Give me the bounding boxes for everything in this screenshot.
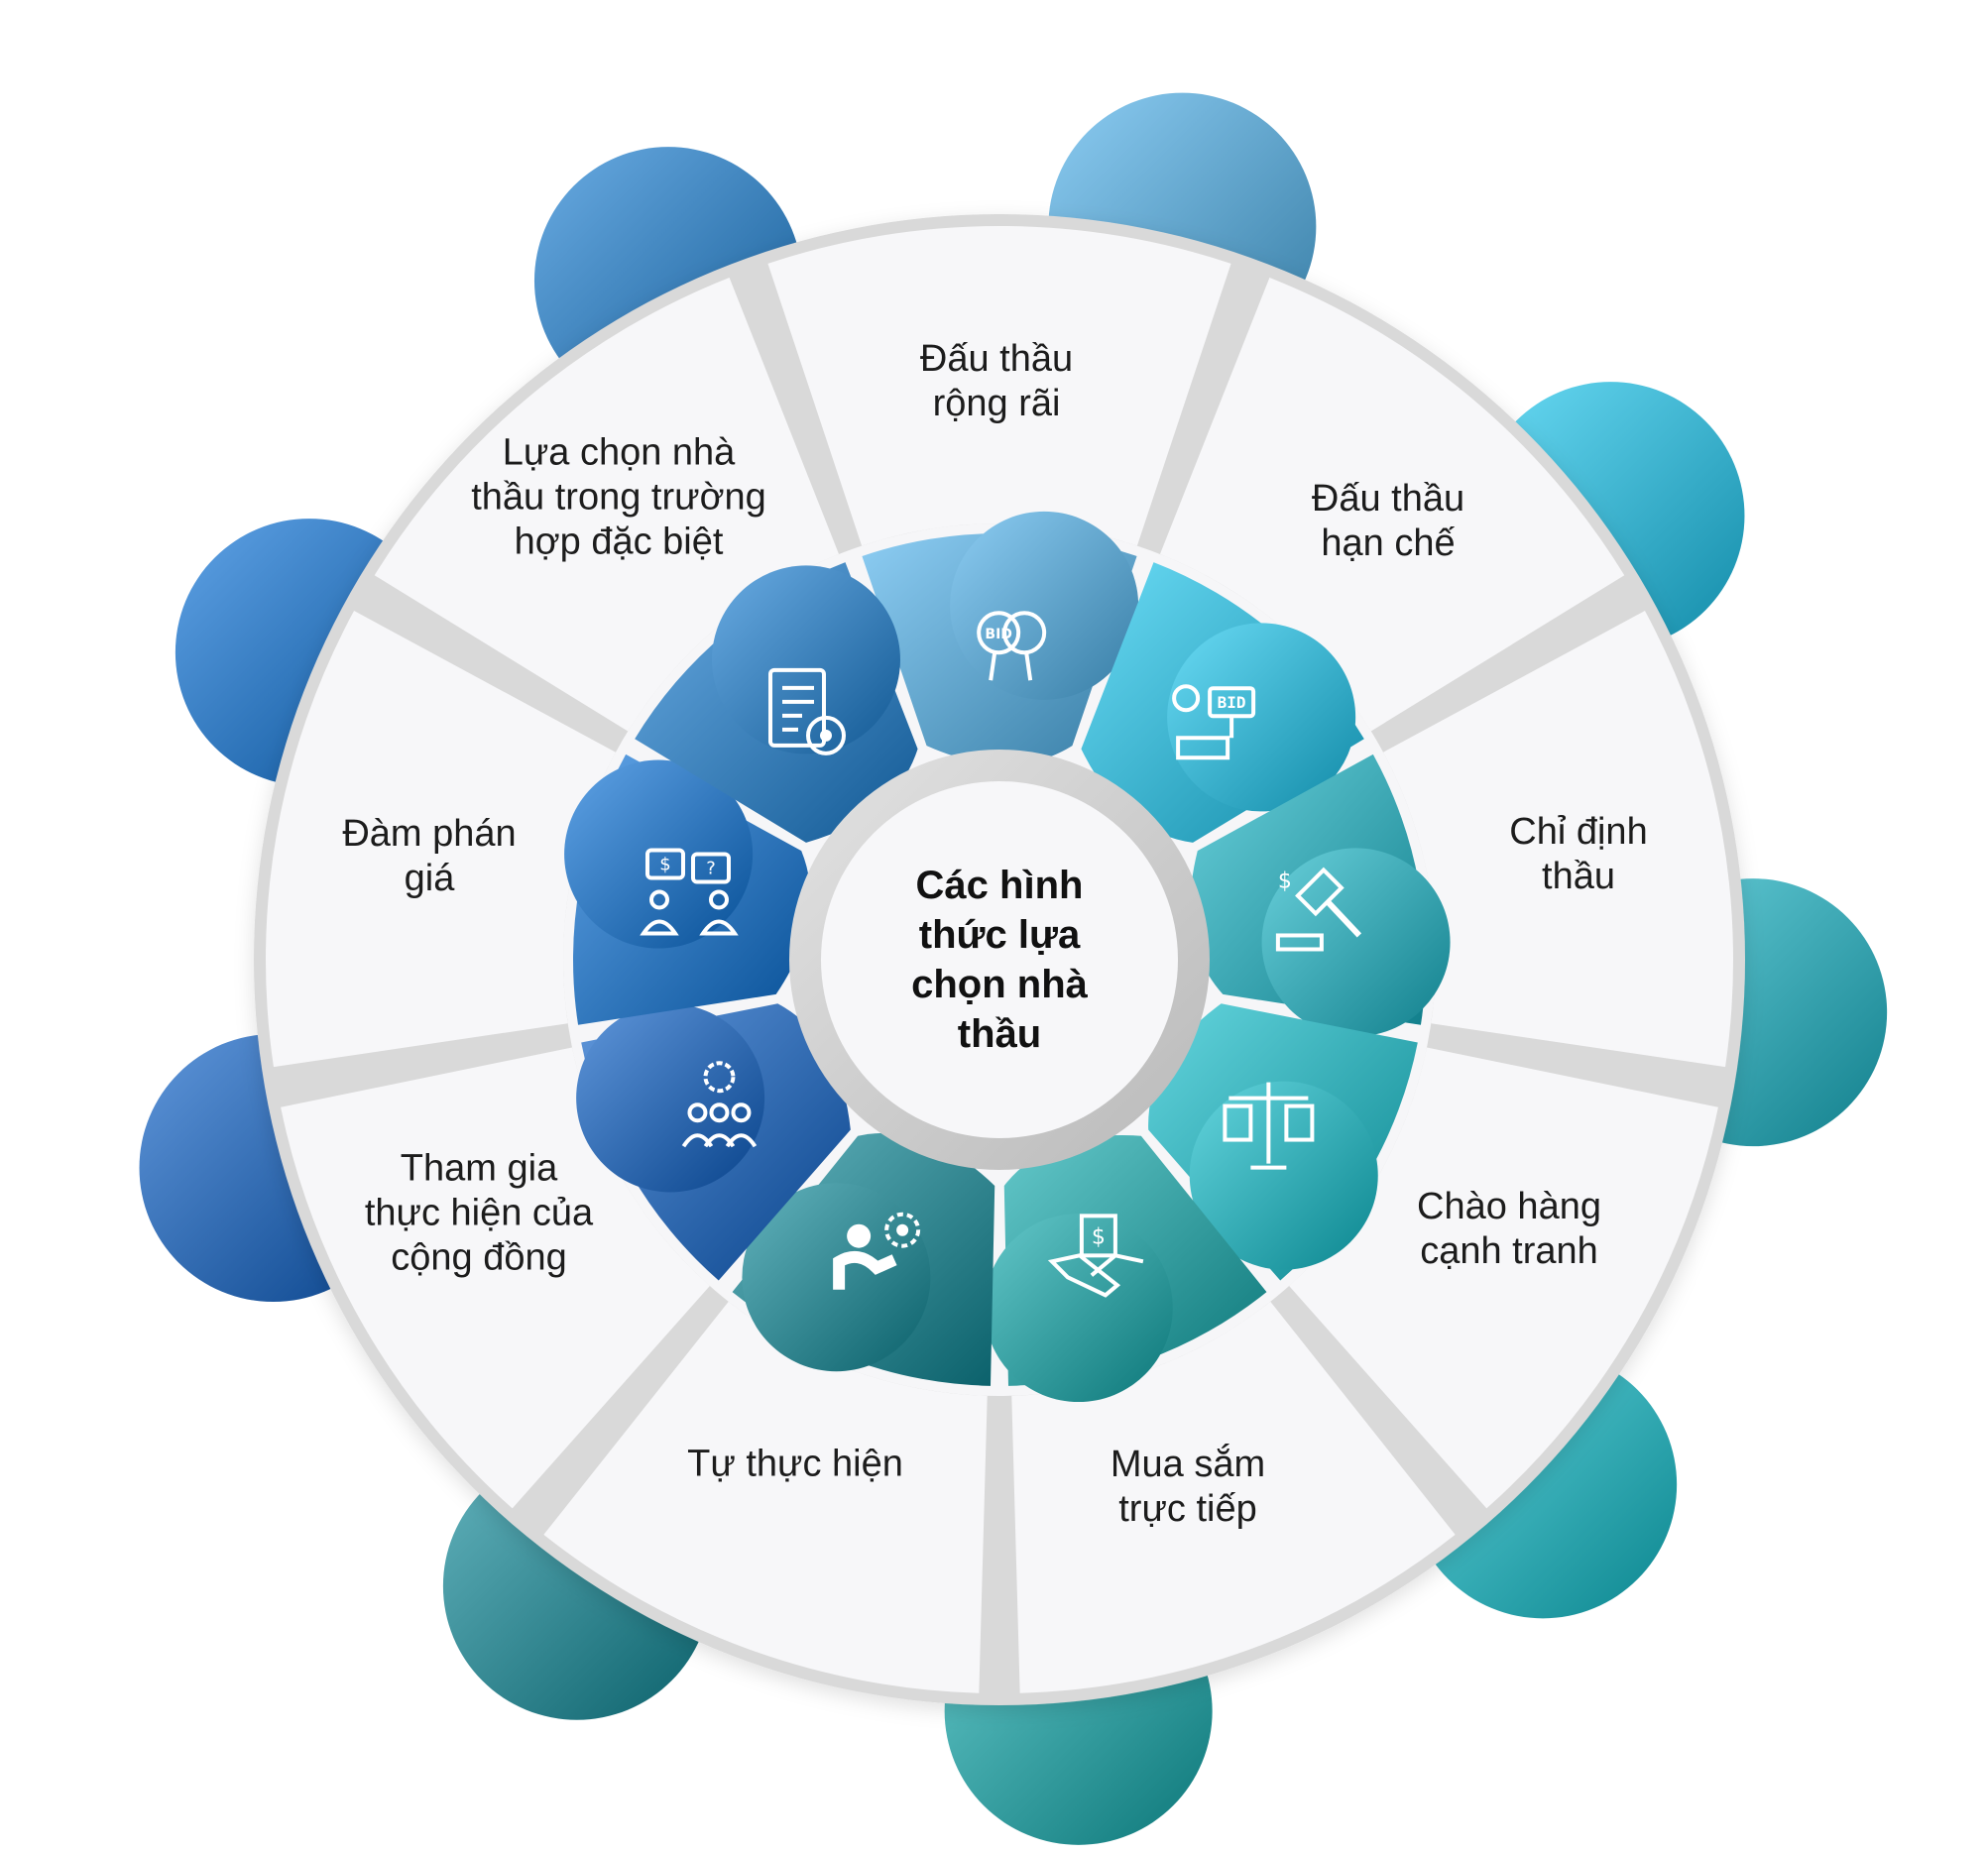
petal-bulb-7 [564,759,754,949]
outer-segment-3 [1289,1047,1718,1509]
person-gear-icon [833,1212,921,1290]
inner-petals [564,511,1451,1403]
svg-text:?: ? [706,858,716,878]
petal-bulb-6 [576,1003,765,1193]
petal-bulb-3 [1189,1081,1378,1270]
scales-icon [1223,1082,1315,1170]
outer-segment-4 [1011,1301,1456,1693]
outer-segment-1 [1159,277,1625,732]
svg-text:$: $ [1278,869,1292,893]
center-disc [821,781,1178,1138]
petal-bulb-2 [1261,848,1451,1037]
clipboard-target-icon [767,667,846,755]
svg-text:BID: BID [1218,693,1246,712]
handshake-icon: $ [1047,1214,1144,1298]
petal-bulb-0 [950,511,1139,700]
petal-bulb-1 [1167,623,1356,812]
center-title: Các hình thức lựa chọn nhà thầu [911,864,1088,1056]
svg-text:$: $ [1092,1224,1106,1249]
outer-segment-7 [266,611,616,1068]
outer-segment-5 [543,1301,988,1693]
bid-paddles-icon: BID [977,611,1047,681]
petal-bulb-4 [984,1214,1173,1403]
gavel-icon: $ [1275,867,1362,952]
outer-segment-0 [767,226,1231,546]
outer-segment-2 [1383,611,1734,1068]
negotiation-icon: $? [640,848,739,936]
svg-text:BID: BID [985,627,1012,642]
petal-bulb-8 [711,565,900,754]
bid-sign-hand-icon: BID [1172,684,1256,760]
community-gear-icon [681,1061,758,1148]
svg-text:$: $ [659,854,670,874]
